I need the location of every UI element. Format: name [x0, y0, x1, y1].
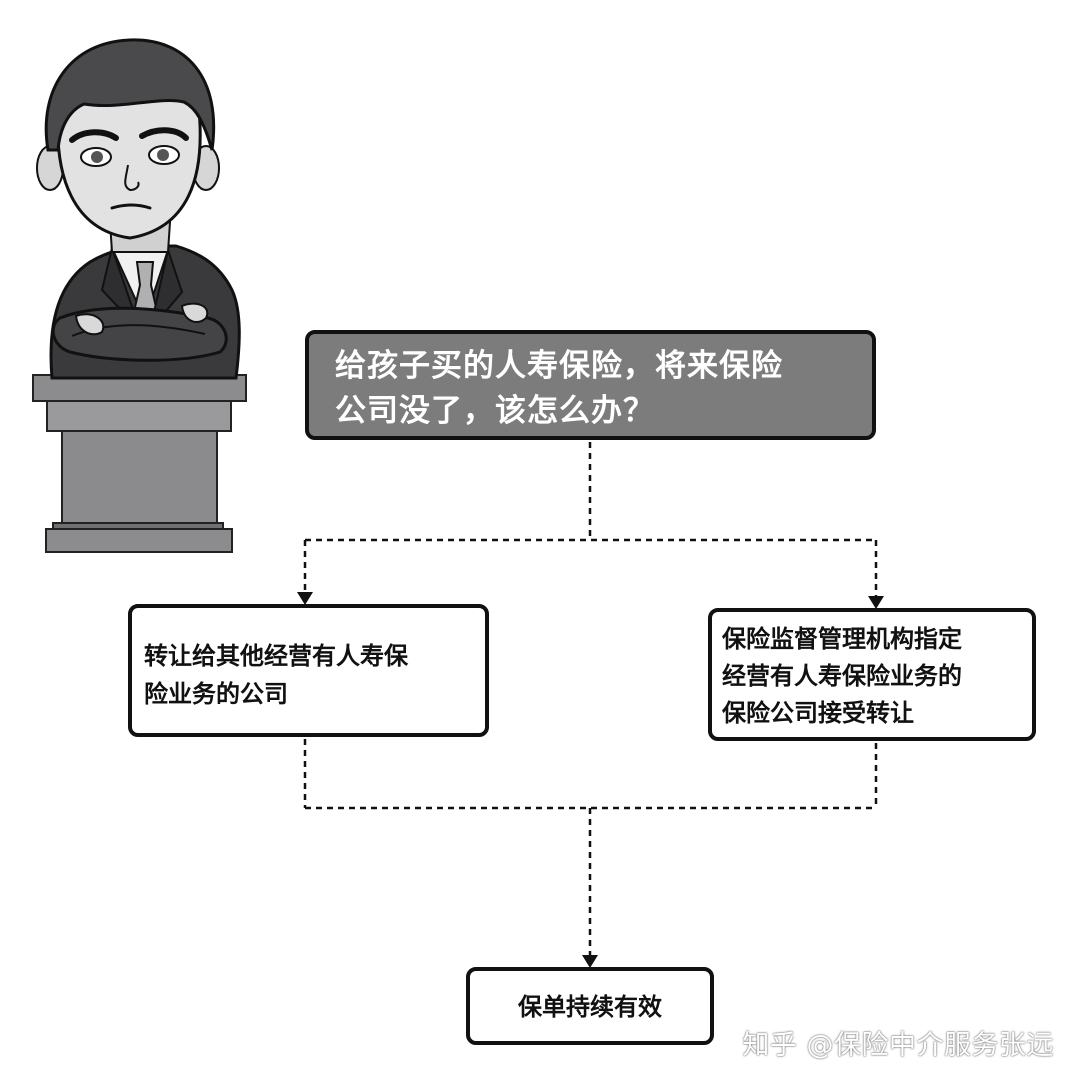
- watermark: 知乎 @保险中介服务张远: [742, 1030, 1054, 1061]
- left-option-line-2: 险业务的公司: [144, 680, 288, 708]
- arrowhead-left: [297, 592, 313, 605]
- right-option-line-1: 保险监督管理机构指定: [722, 625, 962, 653]
- result-box: 保单持续有效: [466, 967, 714, 1045]
- question-line-1: 给孩子买的人寿保险，将来保险: [335, 348, 783, 384]
- arrowheads: [297, 592, 884, 968]
- right-option-line-3: 保险公司接受转让: [722, 699, 914, 727]
- question-box: 给孩子买的人寿保险，将来保险 公司没了，该怎么办？: [305, 330, 876, 440]
- cartoon-man-illustration: [36, 38, 241, 380]
- arrowhead-result: [582, 955, 598, 968]
- option-transfer-other-company: 转让给其他经营有人寿保 险业务的公司: [128, 604, 489, 737]
- podium: [32, 374, 247, 553]
- right-option-line-2: 经营有人寿保险业务的: [722, 662, 962, 690]
- question-line-2: 公司没了，该怎么办？: [335, 393, 655, 429]
- left-option-line-1: 转让给其他经营有人寿保: [144, 642, 408, 670]
- option-regulator-designated: 保险监督管理机构指定 经营有人寿保险业务的 保险公司接受转让: [708, 608, 1036, 741]
- result-label: 保单持续有效: [518, 993, 662, 1021]
- connectors: [303, 442, 878, 957]
- arrowhead-right: [868, 596, 884, 609]
